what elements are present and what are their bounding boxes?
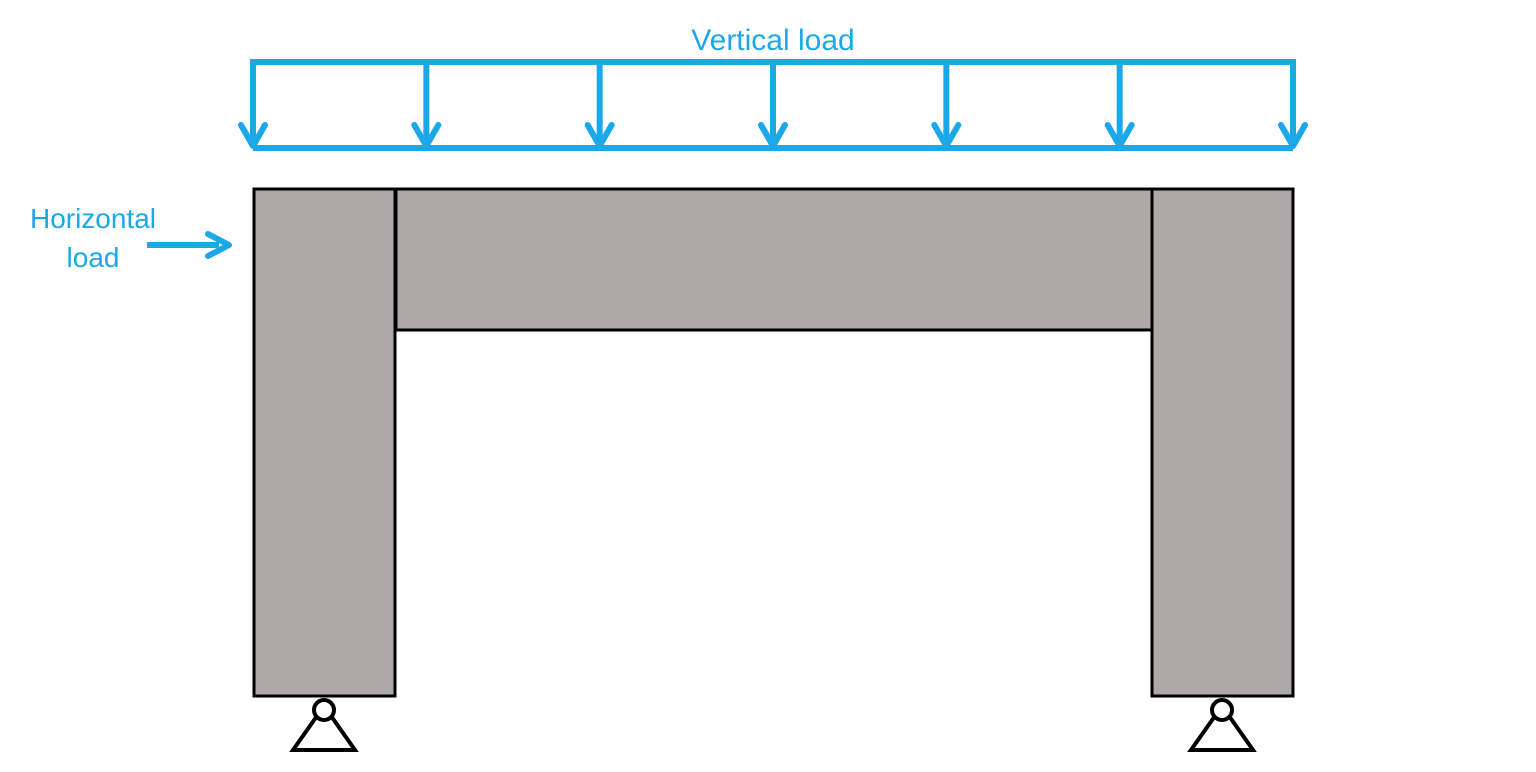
left-pin-support-icon bbox=[289, 698, 359, 752]
vertical-load-bracket bbox=[238, 59, 1308, 151]
horizontal-load-label-line2: load bbox=[66, 242, 120, 273]
horizontal-load-arrow bbox=[147, 231, 232, 259]
vertical-load-arrow bbox=[931, 59, 962, 149]
vertical-load-arrow bbox=[758, 59, 788, 149]
portal-frame bbox=[252, 187, 1295, 698]
support-triangle bbox=[289, 702, 359, 752]
support-circle bbox=[312, 698, 336, 722]
frame-beam bbox=[394, 187, 1154, 332]
vertical-load-arrow bbox=[411, 59, 442, 149]
right-pin-support-icon bbox=[1187, 698, 1257, 752]
frame-left-column bbox=[252, 187, 397, 698]
horizontal-load-label-line1: Horizontal bbox=[29, 203, 157, 234]
support-circle bbox=[1210, 698, 1234, 722]
frame-right-column bbox=[1150, 187, 1295, 698]
vertical-load-arrow bbox=[1104, 59, 1135, 149]
vertical-load-arrow bbox=[238, 59, 268, 149]
vertical-load-arrows bbox=[238, 59, 1308, 149]
vertical-load-label: Vertical load bbox=[691, 24, 855, 57]
support-triangle bbox=[1187, 702, 1257, 752]
vertical-load-arrow bbox=[584, 59, 615, 149]
horizontal-load-label: Horizontal load bbox=[10, 199, 176, 277]
vertical-load-arrow bbox=[1278, 59, 1308, 149]
horizontal-arrow-head bbox=[205, 231, 232, 259]
